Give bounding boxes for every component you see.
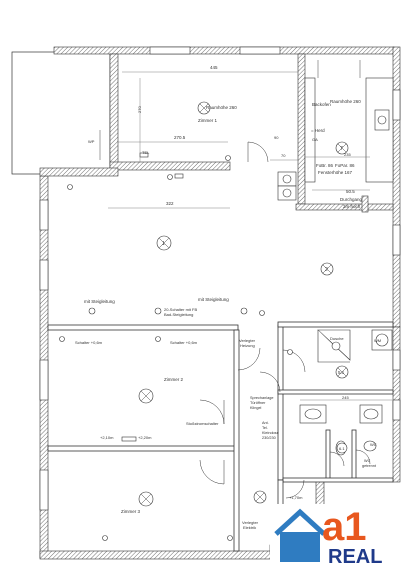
- kitchen-fixtures: [277, 60, 394, 201]
- note-mit-steigleitung-left: mit Steigleitung: [84, 299, 115, 304]
- room-1-number: 1: [162, 241, 165, 247]
- note-kleindose: Kleindose: [262, 431, 279, 435]
- room-5-1-number: 5.1: [338, 370, 345, 375]
- note-mit-steigleitung-right: mit Steigleitung: [198, 297, 229, 302]
- note-elektrik: Elektrik: [243, 525, 256, 530]
- dim-90: 90: [274, 135, 279, 140]
- dim-235: 235: [344, 152, 351, 157]
- note-220: +2,20m: [138, 435, 152, 440]
- kitchen-ga: GA: [312, 137, 318, 142]
- kitchen-backofen: Backofen: [312, 102, 331, 107]
- electrical-marks: [59, 152, 293, 542]
- note-210: +2,10m: [100, 435, 114, 440]
- kitchen-durchgang: Durchgang: [340, 197, 363, 202]
- doors: [199, 141, 371, 499]
- windows: [39, 46, 401, 511]
- logo-roof-icon: [274, 508, 326, 536]
- logo-house-icon: [280, 532, 320, 562]
- company-logo: a1 REAL: [270, 504, 396, 568]
- note-schalter-fb: 20-Schalter mit FB: [164, 307, 197, 312]
- note-schalter-left: Schalter +0,6m: [75, 340, 103, 345]
- note-170: +1,70m: [289, 495, 303, 500]
- note-sprechanlage: Sprechanlage: [250, 396, 273, 400]
- note-wm: WM: [374, 338, 381, 343]
- logo-real-text: REAL: [328, 546, 382, 568]
- note-tueroeffner: Türöffner: [250, 401, 266, 405]
- dim-tel: TEL: [142, 150, 150, 155]
- kitchen-fenster: Fensterhöhe 167: [318, 170, 353, 175]
- dimension-lines: [108, 71, 392, 401]
- dim-50-5: 50.5: [346, 189, 355, 194]
- note-dusche: Dusche: [330, 336, 344, 341]
- dim-322: 322: [166, 201, 174, 206]
- note-heizung: Heizung: [240, 343, 255, 348]
- kitchen-fobr: FoBr. 86: [316, 163, 334, 168]
- kitchen-fopar: FoPar. 86: [335, 163, 355, 168]
- room-6-1-number: 6.1: [339, 446, 345, 451]
- room-2-number: 2: [325, 267, 328, 273]
- kitchen-durchgang-2: 2m hoch: [343, 204, 361, 209]
- room-zimmer1-height: Raumhöhe 260: [206, 105, 237, 110]
- note-verlegter-heizung: Verlegter: [239, 338, 256, 343]
- note-wc-getrennt: WC: [364, 459, 371, 463]
- note-stossstromschalter: Stoßstromschalter: [186, 421, 219, 426]
- room-zimmer1-label: Zimmer 1: [198, 118, 217, 123]
- room-zimmer3-label: Zimmer 3: [121, 509, 140, 514]
- ceiling-lights: [138, 101, 349, 507]
- kitchen-herd: = Herd: [311, 128, 325, 133]
- note-verlegter-elektrik: Verlegter: [242, 520, 259, 525]
- room-zimmer2-label: Zimmer 2: [164, 377, 183, 382]
- dim-70: 70: [281, 153, 286, 158]
- note-bad-steigleitung: Bad-Steigleitung: [164, 312, 193, 317]
- dim-wp: WP: [88, 139, 95, 144]
- note-tel: Tel.: [262, 426, 268, 430]
- note-schalter-right: Schalter +0,6m: [170, 340, 198, 345]
- note-wc: WC: [370, 442, 377, 447]
- note-ant: Ant.: [262, 421, 269, 425]
- dim-270: 270: [137, 106, 142, 113]
- dim-245: 245: [342, 395, 349, 400]
- dim-270-5: 270.5: [174, 135, 186, 140]
- dim-445: 445: [210, 65, 218, 70]
- note-klingel-sprech: Klingel: [250, 406, 262, 410]
- note-getrennt: getrennt: [362, 464, 377, 468]
- note-230: 230/230: [262, 436, 276, 440]
- logo-a1-text: a1: [322, 505, 367, 549]
- labels: Raumhöhe 260 Zimmer 1 1 2 7 5.1 Zimmer 2…: [75, 65, 381, 567]
- room-7-number: 7: [340, 146, 343, 152]
- kitchen-height: Raumhöhe 260: [330, 99, 361, 104]
- balcony-outline: [11, 51, 111, 175]
